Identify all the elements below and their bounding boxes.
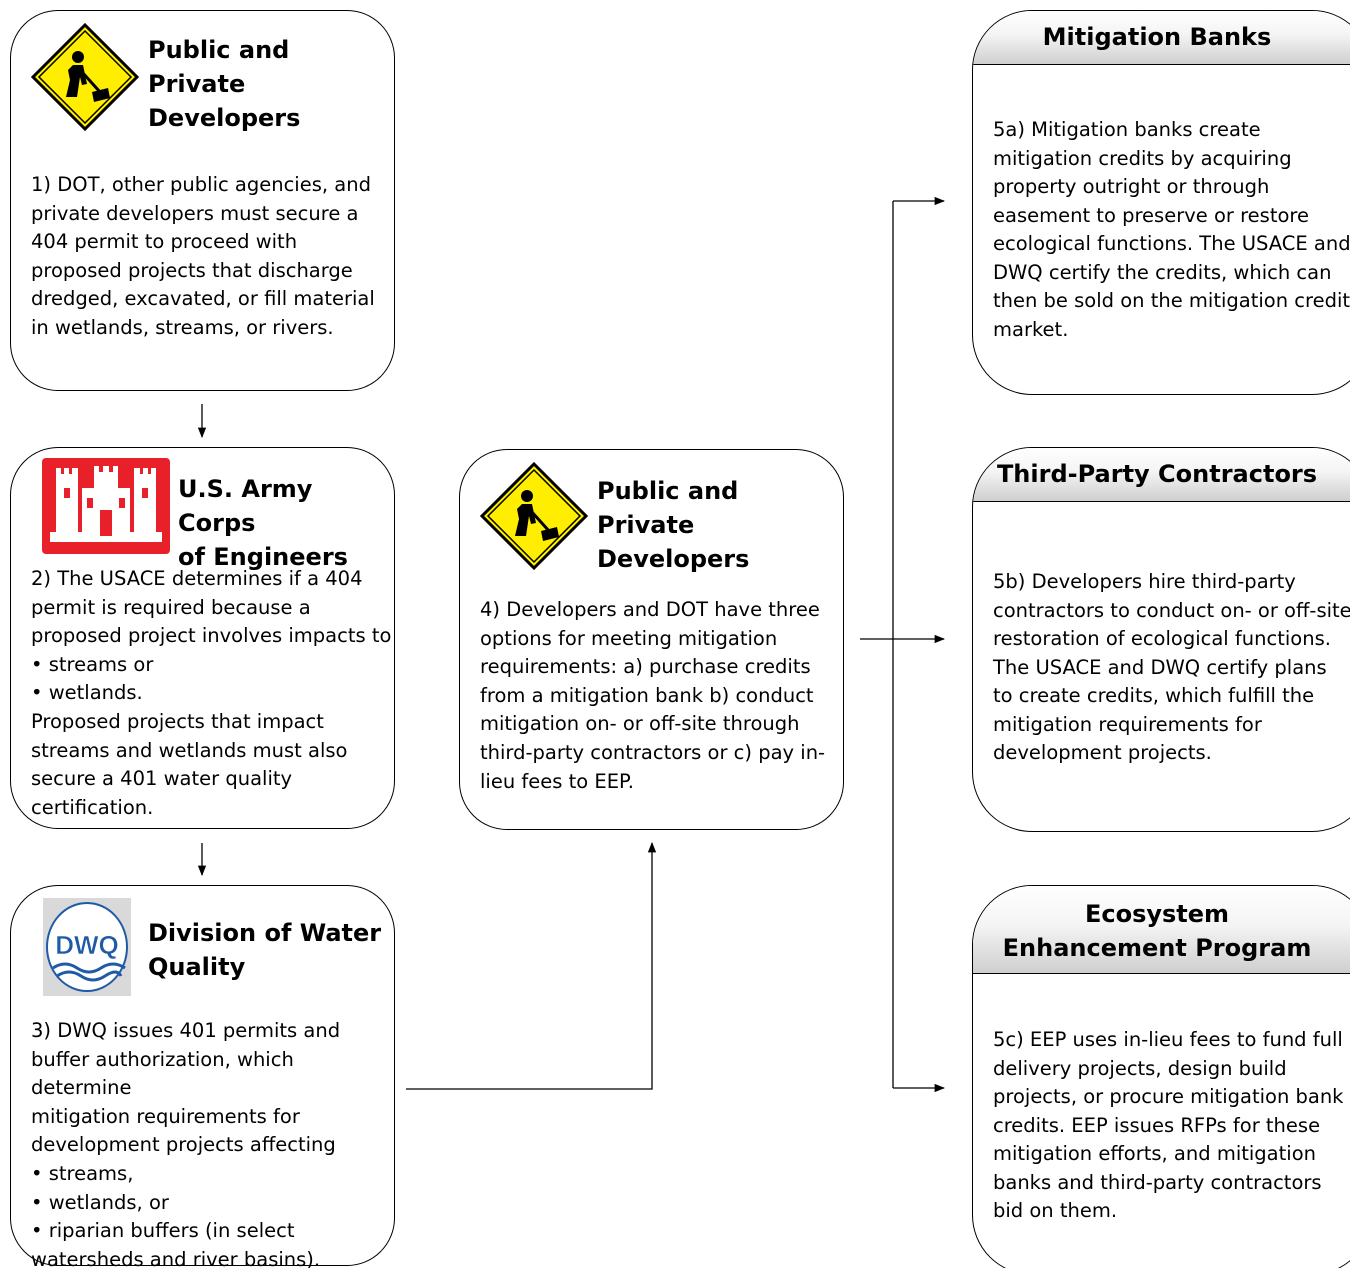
developers-box-4: Public and Private Developers 4) Develop… (459, 449, 844, 830)
eep-header: Ecosystem Enhancement Program (973, 886, 1350, 974)
third-party-contractors-header: Third-Party Contractors (973, 448, 1350, 502)
box-4-body: 4) Developers and DOT have three options… (480, 598, 826, 793)
third-party-contractors-box: Third-Party Contractors 5b) Developers h… (972, 447, 1350, 832)
arrow-3-to-4 (406, 841, 657, 1090)
dwq-box: DWQ Division of Water Quality 3) DWQ iss… (10, 885, 395, 1268)
mitigation-banks-box: Mitigation Banks 5a) Mitigation banks cr… (972, 10, 1350, 395)
list-item: riparian buffers (in select (31, 1217, 394, 1246)
eep-box: Ecosystem Enhancement Program 5c) EEP us… (972, 885, 1350, 1268)
box-1-title: Public and Private Developers (148, 36, 301, 132)
box-3-title: Division of Water Quality (148, 919, 382, 981)
worker-shoveling-sign-icon (30, 22, 140, 132)
box-5b-body: 5b) Developers hire third-party contract… (993, 570, 1350, 764)
developers-box-1: Public and Private Developers 1) DOT, ot… (10, 10, 395, 391)
worker-shoveling-sign-icon (479, 461, 589, 571)
mitigation-banks-header: Mitigation Banks (973, 11, 1350, 65)
castle-logo-icon (42, 458, 170, 554)
dwq-waves-logo-icon: DWQ (43, 898, 131, 996)
box-2-title: U.S. Army Corps of Engineers (178, 475, 348, 571)
box-4-title: Public and Private Developers (597, 477, 750, 573)
usace-box: U.S. Army Corps of Engineers 2) The USAC… (10, 447, 395, 829)
list-item: wetlands. (31, 679, 391, 708)
box-2-body: 2) The USACE determines if a 404 permit … (31, 565, 391, 822)
list-item: wetlands, or (31, 1189, 394, 1218)
box-5c-body: 5c) EEP uses in-lieu fees to fund full d… (993, 1028, 1344, 1222)
box-1-body: 1) DOT, other public agencies, and priva… (31, 173, 375, 339)
box-5a-body: 5a) Mitigation banks create mitigation c… (993, 118, 1350, 341)
box-3-body: 3) DWQ issues 401 permits and buffer aut… (31, 1017, 394, 1268)
list-item: streams or (31, 651, 391, 680)
list-item: streams, (31, 1160, 394, 1189)
dwq-logo-text: DWQ (55, 930, 119, 960)
